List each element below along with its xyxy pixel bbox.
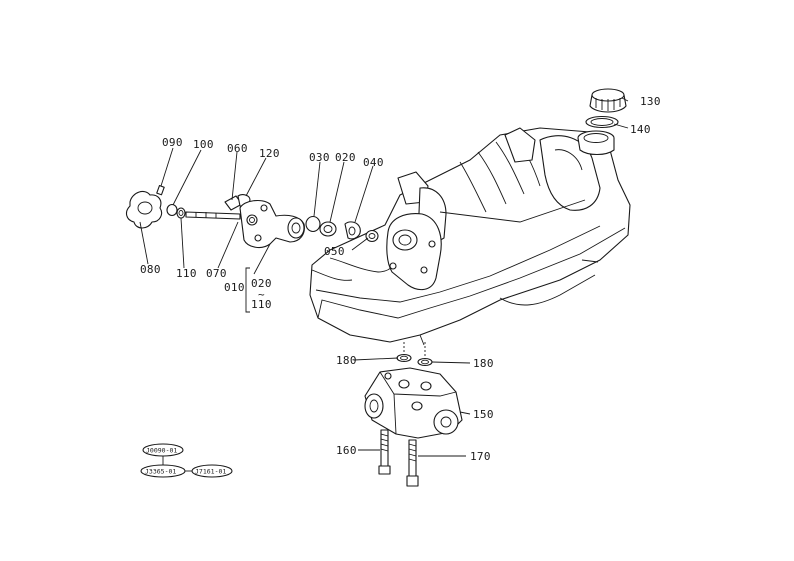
- callout-150: 150: [473, 408, 494, 421]
- callout-range-tilde: ~: [258, 288, 265, 301]
- legend-code-right-oval: [191, 464, 233, 478]
- spring-110: [176, 207, 186, 219]
- callout-120: 120: [259, 147, 280, 160]
- filler-cap-130: [589, 88, 627, 113]
- legend-code-left: J3365-01: [145, 468, 176, 476]
- callout-090: 090: [162, 136, 183, 149]
- callout-020-range: 020: [251, 277, 272, 290]
- callout-160: 160: [336, 444, 357, 457]
- callout-110: 110: [176, 267, 197, 280]
- callout-180-right: 180: [473, 357, 494, 370]
- gasket-180-right: [417, 357, 433, 367]
- callout-050: 050: [324, 245, 345, 258]
- reference-legend: J0090-01 J3365-01 J7161-01: [140, 443, 233, 478]
- callout-110-range: 110: [251, 298, 272, 311]
- filler-neck: [577, 130, 615, 156]
- knob-080: [125, 190, 163, 229]
- legend-code-top: J0090-01: [146, 447, 177, 455]
- callout-130: 130: [640, 95, 661, 108]
- shaft-070: [185, 211, 241, 220]
- legend-code-right: J7161-01: [195, 468, 226, 476]
- washer-100: [166, 203, 178, 217]
- pump-mount-plate: [386, 213, 442, 291]
- pin-090: [156, 185, 165, 196]
- gasket-180-left: [396, 353, 412, 363]
- bolt-170: [406, 439, 419, 487]
- pump-body-010: [239, 199, 305, 249]
- callout-080: 080: [140, 263, 161, 276]
- gasket-140: [585, 115, 619, 129]
- oring-050: [365, 229, 379, 243]
- seal-020: [319, 221, 337, 237]
- callout-180-left: 180: [336, 354, 357, 367]
- callout-140: 140: [630, 123, 651, 136]
- leader-lines: [139, 97, 629, 457]
- callout-040: 040: [363, 156, 384, 169]
- callout-070: 070: [206, 267, 227, 280]
- spacer-030: [305, 215, 321, 233]
- callout-030: 030: [309, 151, 330, 164]
- callout-170: 170: [470, 450, 491, 463]
- callout-100: 100: [193, 138, 214, 151]
- tank-housing: [309, 127, 631, 346]
- callout-020: 020: [335, 151, 356, 164]
- bolt-160: [378, 429, 391, 475]
- callout-labels: 090 100 060 120 030 020 040 050 080 110 …: [140, 95, 661, 463]
- callout-060: 060: [227, 142, 248, 155]
- ring-040: [344, 221, 361, 240]
- callout-010: 010: [224, 281, 245, 294]
- valve-block-150: [364, 367, 463, 439]
